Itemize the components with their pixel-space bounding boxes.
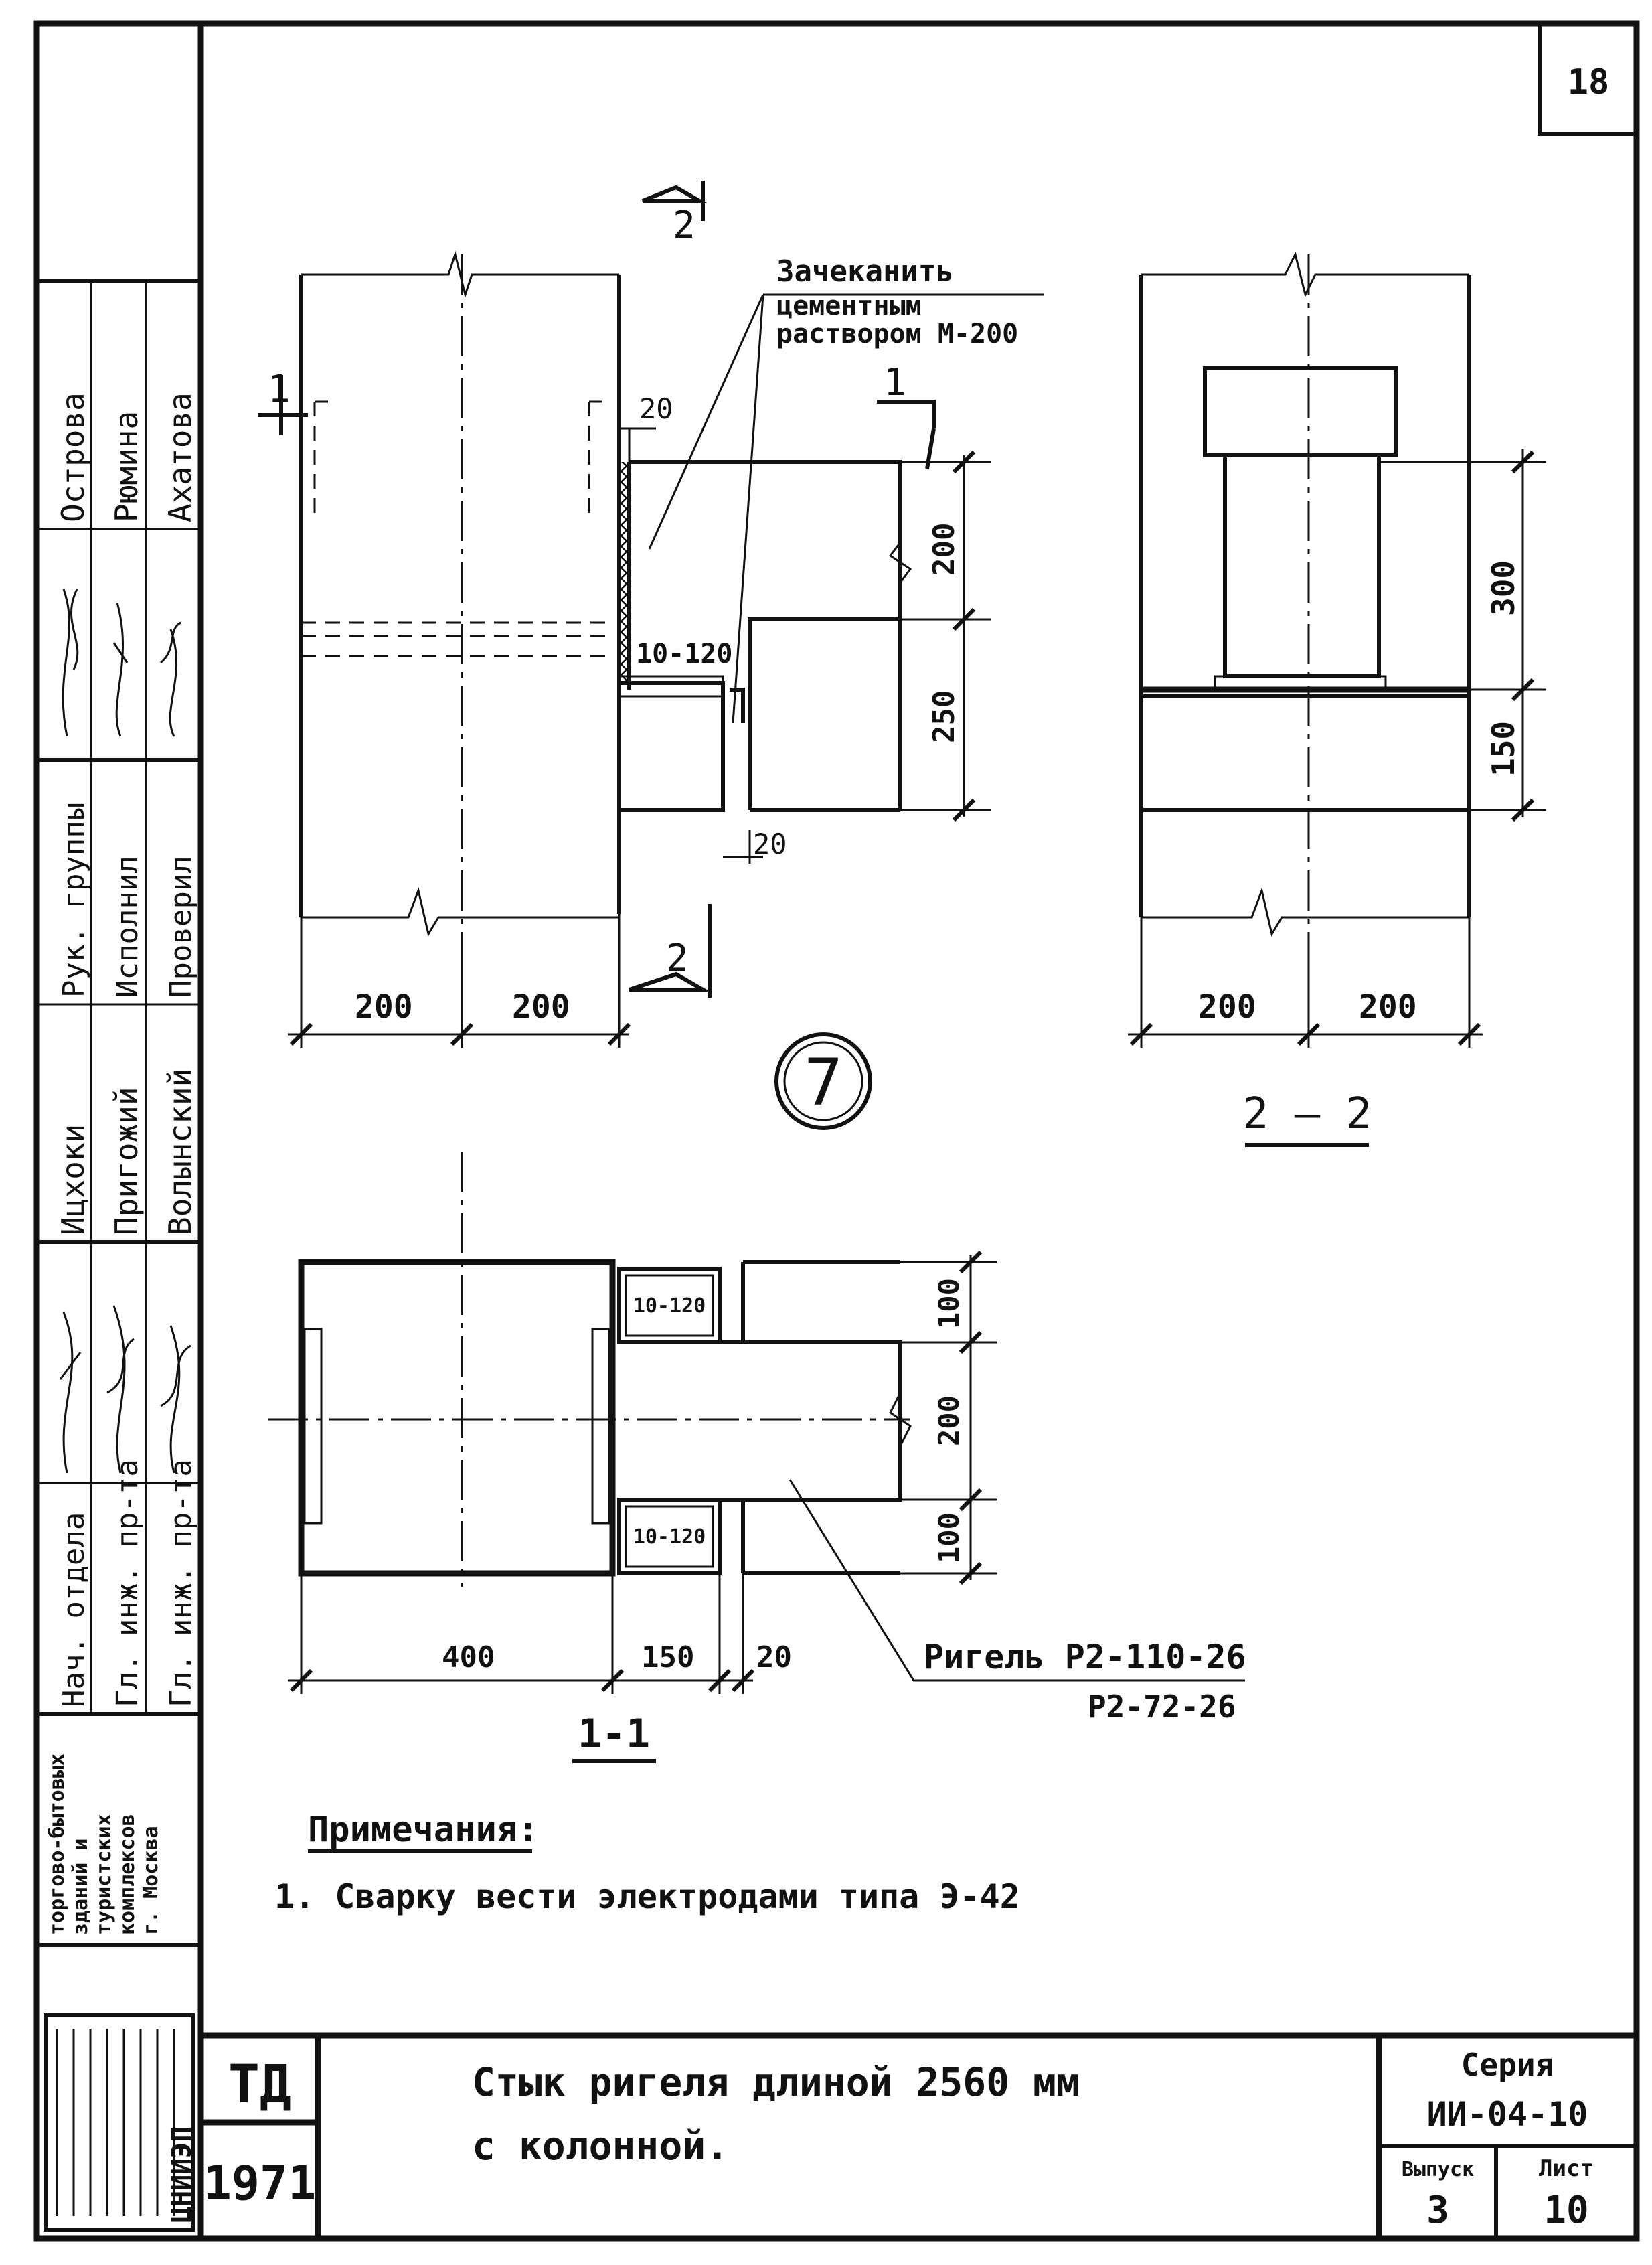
section-1-1-dim-h-gap: 150 <box>641 1640 694 1674</box>
dim-seat: 10-120 <box>636 639 733 670</box>
sheet-frame <box>33 20 1640 2242</box>
stamp-signatures-upper <box>62 589 181 737</box>
stamp-role: Гл. инж. пр-та <box>110 1459 145 1707</box>
section-1-1-dim-v-top: 100 <box>932 1278 965 1329</box>
org-name-line: торгово-бытовых <box>46 1753 69 1935</box>
dim-v-lower: 250 <box>927 690 961 743</box>
filler-top-label: 10-120 <box>633 1294 706 1318</box>
section-2-2-dim-v-upper: 300 <box>1485 560 1521 616</box>
dim-gap-top: 20 <box>639 392 673 425</box>
sheet-number: 18 <box>1568 62 1610 102</box>
section-1-1 <box>268 1152 1245 1763</box>
issue-label: Выпуск <box>1402 2158 1474 2181</box>
dim-v-upper: 200 <box>927 523 961 576</box>
stamp-name: Ахатова <box>162 392 198 522</box>
callout-leaders <box>648 293 1044 724</box>
section-1-1-label: 1-1 <box>578 1711 650 1758</box>
title-block <box>201 2032 1637 2238</box>
stamp-roles-upper: Рук. группы Исполнил Проверил <box>57 803 198 998</box>
section-2-2-dim-h-left: 200 <box>1198 988 1256 1026</box>
stamp-roles-lower: Нач. отдела Гл. инж. пр-та Гл. инж. пр-т… <box>57 1459 198 1707</box>
section-2-2-label: 2 – 2 <box>1243 1089 1372 1139</box>
title-year: 1971 <box>203 2156 317 2211</box>
stamp-name: Пригожий <box>108 1087 145 1235</box>
section-2-2-dim-h-right: 200 <box>1359 988 1417 1026</box>
stamp-signatures-lower <box>59 1305 191 1474</box>
detail-number-circle <box>774 1032 872 1130</box>
org-logo: ЦНИИЭП <box>167 2126 197 2223</box>
org-name: торгово-бытовых зданий и туристских комп… <box>46 1753 163 1935</box>
section-1-1-dim-h-col: 400 <box>442 1640 495 1674</box>
beam-label-1: Ригель Р2-110-26 <box>924 1638 1246 1676</box>
drawing-title-line2: с колонной. <box>472 2123 729 2169</box>
series-label: Серия <box>1461 2047 1554 2083</box>
stamp-names-lower: Ицхоки Пригожий Волынский <box>55 1069 198 1235</box>
notes-heading: Примечания: <box>308 1810 538 1850</box>
notes-item-1: 1. Сварку вести электродами типа Э-42 <box>274 1877 1020 1916</box>
callout-line2: цементным <box>776 291 922 321</box>
stamp-name: Волынский <box>162 1069 198 1235</box>
org-name-line: зданий и <box>69 1839 92 1936</box>
section-2-2-dim-v-lower: 150 <box>1485 721 1521 777</box>
section-2-2 <box>1128 251 1546 1147</box>
detail-number: 7 <box>804 1045 843 1120</box>
title-code: ТД <box>228 2055 291 2115</box>
stamp-name: Ицхоки <box>55 1124 91 1235</box>
stamp-role: Проверил <box>164 856 198 998</box>
drawing-title-line1: Стык ригеля длиной 2560 мм <box>472 2059 1080 2105</box>
sheet-value: 10 <box>1544 2189 1588 2232</box>
section-1-1-dim-h-end: 20 <box>756 1640 792 1674</box>
stamp-role: Рук. группы <box>57 803 91 998</box>
side-stamp <box>37 279 201 2232</box>
section-mark-1-left: 1 <box>268 368 291 411</box>
elevation-view <box>258 181 991 1048</box>
series-value: ИИ-04-10 <box>1427 2095 1588 2134</box>
beam-label-2: Р2-72-26 <box>1088 1689 1236 1725</box>
org-name-line: туристских <box>92 1814 116 1935</box>
filler-bot-label: 10-120 <box>633 1525 706 1549</box>
stamp-name: Острова <box>55 392 91 522</box>
stamp-role: Нач. отдела <box>57 1512 91 1707</box>
section-1-1-dim-v-bot: 100 <box>932 1512 965 1563</box>
issue-value: 3 <box>1426 2189 1449 2232</box>
section-1-1-dim-v-mid: 200 <box>932 1395 965 1446</box>
org-name-line: комплексов <box>116 1814 139 1935</box>
dim-gap-bottom: 20 <box>753 828 787 860</box>
dim-h-right: 200 <box>512 988 570 1026</box>
stamp-names-upper: Острова Рюмина Ахатова <box>55 392 198 522</box>
section-mark-2-top: 2 <box>673 204 695 247</box>
section-mark-2-bottom: 2 <box>666 937 689 980</box>
stamp-role: Гл. инж. пр-та <box>164 1459 198 1707</box>
callout-line3: раствором М-200 <box>776 319 1018 349</box>
callout-line1: Зачеканить <box>776 254 954 289</box>
dim-h-left: 200 <box>355 988 413 1026</box>
sheet-label: Лист <box>1539 2155 1594 2182</box>
section-mark-1-right: 1 <box>884 361 906 404</box>
stamp-role: Исполнил <box>110 856 145 998</box>
org-name-line: г. Москва <box>139 1826 163 1935</box>
stamp-name: Рюмина <box>108 411 145 522</box>
